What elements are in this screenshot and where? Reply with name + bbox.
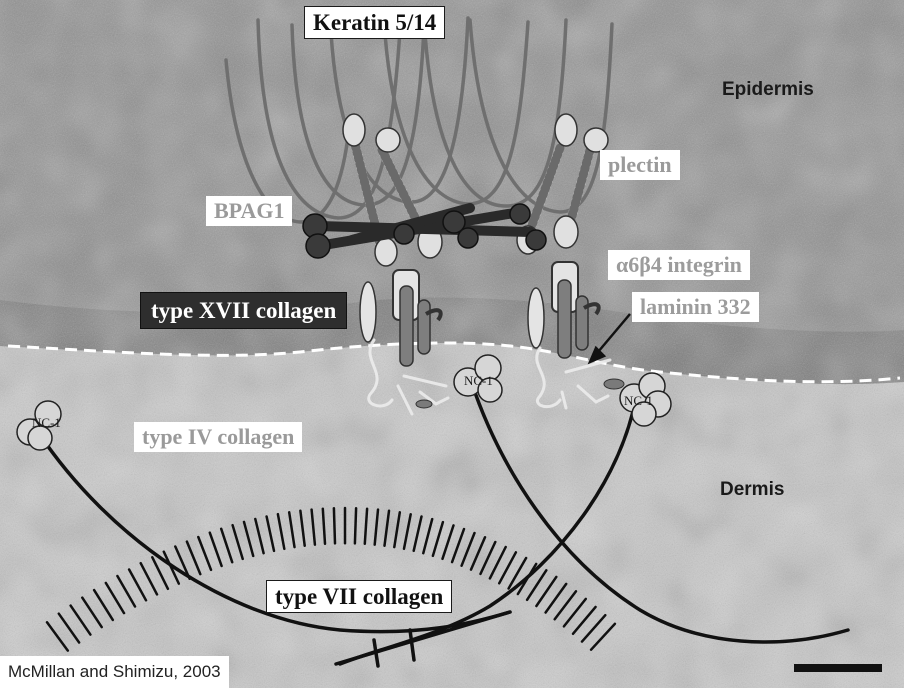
type-xvii-collagen-label: type XVII collagen: [140, 292, 347, 329]
type-iv-collagen-label: type IV collagen: [134, 422, 302, 452]
nc1-label-right: NC-1: [624, 394, 653, 407]
bpag1-label: BPAG1: [206, 196, 292, 226]
plectin-label: plectin: [600, 150, 680, 180]
scale-bar: [794, 664, 882, 672]
nc1-label-left: NC-1: [32, 416, 61, 429]
integrin-label: α6β4 integrin: [608, 250, 750, 280]
hatch-line: [355, 508, 356, 543]
type-vii-collagen-label: type VII collagen: [266, 580, 452, 613]
epidermis-label: Epidermis: [722, 80, 814, 99]
citation: McMillan and Shimizu, 2003: [0, 656, 229, 688]
laminin-label: laminin 332: [632, 292, 759, 322]
hatch-line: [334, 508, 335, 543]
nc1-label-center: NC-1: [464, 374, 493, 387]
dermis-label: Dermis: [720, 480, 784, 499]
keratin-label: Keratin 5/14: [304, 6, 445, 39]
